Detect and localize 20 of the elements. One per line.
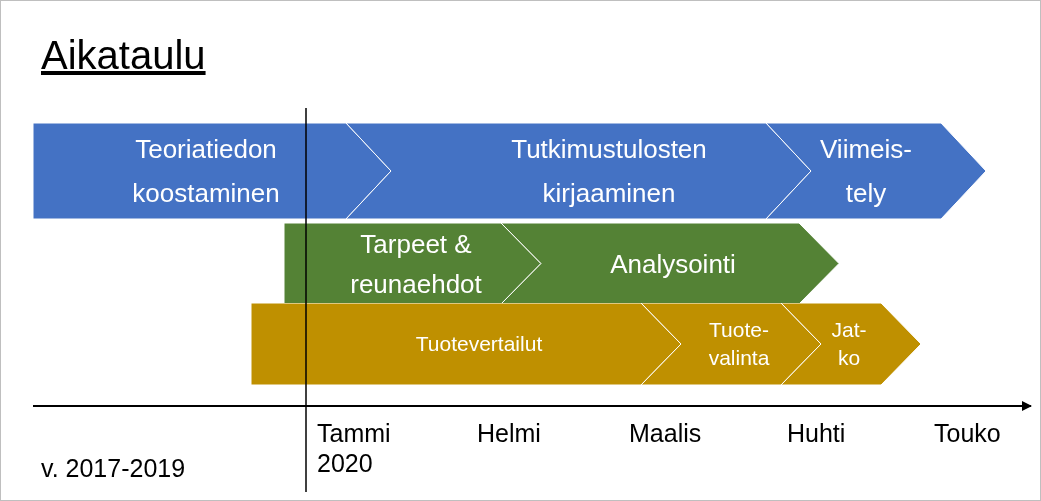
chevron-segment xyxy=(641,303,821,385)
task-label: Tuote- valinta xyxy=(707,317,771,371)
task-label: Viimeis- tely xyxy=(819,133,913,210)
month-label: Maalis xyxy=(629,418,702,448)
task-label: Teoriatiedon koostaminen xyxy=(131,133,281,210)
chevron-segment xyxy=(33,123,391,219)
task-label: Tutkimustulosten kirjaaminen xyxy=(510,133,708,210)
chevron-segment xyxy=(781,303,921,385)
month-label: Tammi 2020 xyxy=(317,418,392,478)
title: Aikataulu xyxy=(41,33,206,78)
task-label: Jat- ko xyxy=(830,317,868,371)
month-label: Touko xyxy=(934,418,1001,448)
month-label: Huhti xyxy=(787,418,846,448)
year-range-label: v. 2017-2019 xyxy=(41,453,186,483)
chevron-segment xyxy=(501,223,839,304)
chevron-segment xyxy=(766,123,986,219)
task-label: Tarpeet & reunaehdot xyxy=(349,227,483,301)
task-label: Analysointi xyxy=(609,247,737,281)
month-label: Helmi xyxy=(477,418,541,448)
task-label: Tuotevertailut xyxy=(414,331,544,357)
